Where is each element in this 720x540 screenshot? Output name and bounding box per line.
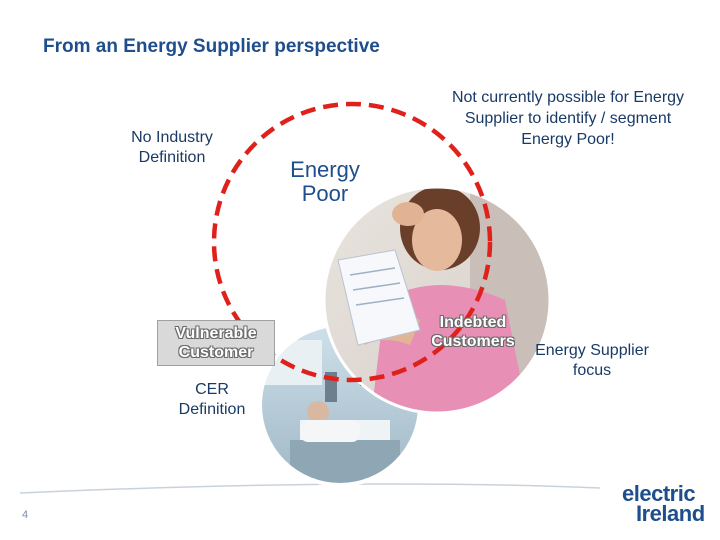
no-industry-definition-label: No Industry Definition: [131, 129, 213, 166]
page-number: 4: [22, 509, 29, 521]
not-possible-note: Not currently possible for Energy Suppli…: [451, 89, 685, 148]
vulnerable-customer-box: Vulnerable Customer: [157, 320, 275, 366]
energy-poor-dashed-circle: [211, 101, 493, 383]
indebted-customers-label: Indebted Customers: [431, 314, 515, 350]
cer-definition-label: CER Definition: [178, 381, 246, 418]
electric-ireland-logo: electric Ireland: [622, 481, 705, 526]
footer-divider: [19, 483, 601, 494]
energy-poor-label: Energy Poor: [290, 157, 360, 206]
energy-supplier-focus-label: Energy Supplier focus: [535, 342, 649, 379]
page-title: From an Energy Supplier perspective: [43, 36, 380, 57]
